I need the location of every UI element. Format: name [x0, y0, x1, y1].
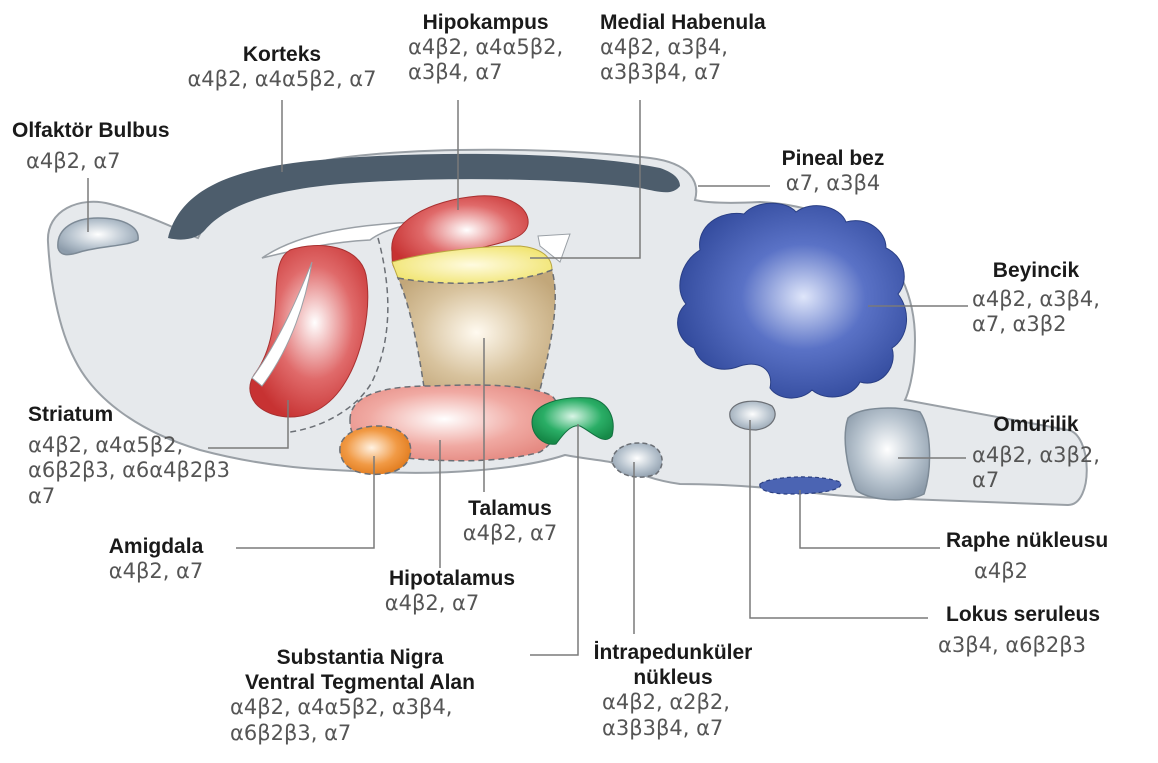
- beyincik-name: Beyincik: [972, 258, 1100, 283]
- striatum-receptors-3: α7: [28, 484, 230, 509]
- talamus-receptors: α4β2, α7: [448, 521, 572, 546]
- hipotalamus-receptors: α4β2, α7: [332, 591, 532, 616]
- omurilik-receptors-2: α7: [972, 468, 1100, 493]
- habenula-name: Medial Habenula: [600, 10, 766, 35]
- label-omurilik: Omurilik α4β2, α3β2, α7: [972, 412, 1100, 494]
- label-hipotalamus: Hipotalamus α4β2, α7: [372, 566, 532, 616]
- label-amigdala: Amigdala α4β2, α7: [82, 534, 230, 584]
- label-korteks: Korteks α4β2, α4α5β2, α7: [168, 42, 396, 92]
- label-raphe: Raphe nükleusu α4β2: [946, 528, 1108, 584]
- omurilik-receptors-1: α4β2, α3β2,: [972, 443, 1100, 468]
- substantia-receptors-2: α6β2β3, α7: [200, 721, 520, 746]
- label-hipokampus: Hipokampus α4β2, α4α5β2, α3β4, α7: [408, 10, 563, 86]
- intrapedunkuler-name-1: İntrapedunküler: [578, 640, 768, 665]
- substantia-name-1: Substantia Nigra: [200, 645, 520, 670]
- intrapedunkuler-receptors-2: α3β3β4, α7: [578, 716, 768, 741]
- pineal-name: Pineal bez: [766, 146, 900, 171]
- habenula-receptors-2: α3β3β4, α7: [600, 60, 766, 85]
- olfaktor-name: Olfaktör Bulbus: [12, 118, 170, 143]
- amigdala-name: Amigdala: [82, 534, 230, 559]
- label-olfaktor: Olfaktör Bulbus α4β2, α7: [12, 118, 170, 174]
- korteks-name: Korteks: [168, 42, 396, 67]
- intrapedunkuler-name-2: nükleus: [578, 665, 768, 690]
- thalamus-region: [398, 270, 555, 395]
- hipokampus-receptors-2: α3β4, α7: [408, 60, 563, 85]
- label-habenula: Medial Habenula α4β2, α3β4, α3β3β4, α7: [600, 10, 766, 86]
- pineal-receptors: α7, α3β4: [766, 171, 900, 196]
- striatum-receptors-1: α4β2, α4α5β2,: [28, 433, 230, 458]
- hipokampus-name: Hipokampus: [408, 10, 563, 35]
- label-pineal: Pineal bez α7, α3β4: [766, 146, 900, 196]
- label-substantia: Substantia Nigra Ventral Tegmental Alan …: [200, 645, 520, 746]
- olfaktor-receptors: α4β2, α7: [12, 149, 170, 174]
- spinal-cord-region: [845, 408, 929, 500]
- beyincik-receptors-1: α4β2, α3β4,: [972, 287, 1100, 312]
- lokus-name: Lokus seruleus: [938, 602, 1100, 627]
- substantia-receptors-1: α4β2, α4α5β2, α3β4,: [200, 695, 520, 720]
- label-lokus: Lokus seruleus α3β4, α6β2β3: [938, 602, 1100, 658]
- amigdala-receptors: α4β2, α7: [82, 559, 230, 584]
- talamus-name: Talamus: [448, 496, 572, 521]
- raphe-receptors: α4β2: [946, 559, 1108, 584]
- korteks-receptors: α4β2, α4α5β2, α7: [168, 67, 396, 92]
- striatum-name: Striatum: [28, 402, 230, 427]
- beyincik-receptors-2: α7, α3β2: [972, 312, 1100, 337]
- omurilik-name: Omurilik: [972, 412, 1100, 437]
- intrapedunkuler-receptors-1: α4β2, α2β2,: [578, 690, 768, 715]
- substantia-name-2: Ventral Tegmental Alan: [200, 670, 520, 695]
- hipokampus-receptors-1: α4β2, α4α5β2,: [408, 35, 563, 60]
- label-intrapedunkuler: İntrapedunküler nükleus α4β2, α2β2, α3β3…: [578, 640, 768, 741]
- hipotalamus-name: Hipotalamus: [372, 566, 532, 591]
- label-striatum: Striatum α4β2, α4α5β2, α6β2β3, α6α4β2β3 …: [28, 402, 230, 509]
- label-talamus: Talamus α4β2, α7: [448, 496, 572, 546]
- locus-coeruleus-region: [730, 401, 775, 430]
- interpeduncular-region: [612, 443, 662, 477]
- habenula-receptors-1: α4β2, α3β4,: [600, 35, 766, 60]
- striatum-receptors-2: α6β2β3, α6α4β2β3: [28, 458, 230, 483]
- raphe-name: Raphe nükleusu: [946, 528, 1108, 553]
- amygdala-region: [340, 426, 411, 474]
- lokus-receptors: α3β4, α6β2β3: [938, 633, 1100, 658]
- label-beyincik: Beyincik α4β2, α3β4, α7, α3β2: [972, 258, 1100, 338]
